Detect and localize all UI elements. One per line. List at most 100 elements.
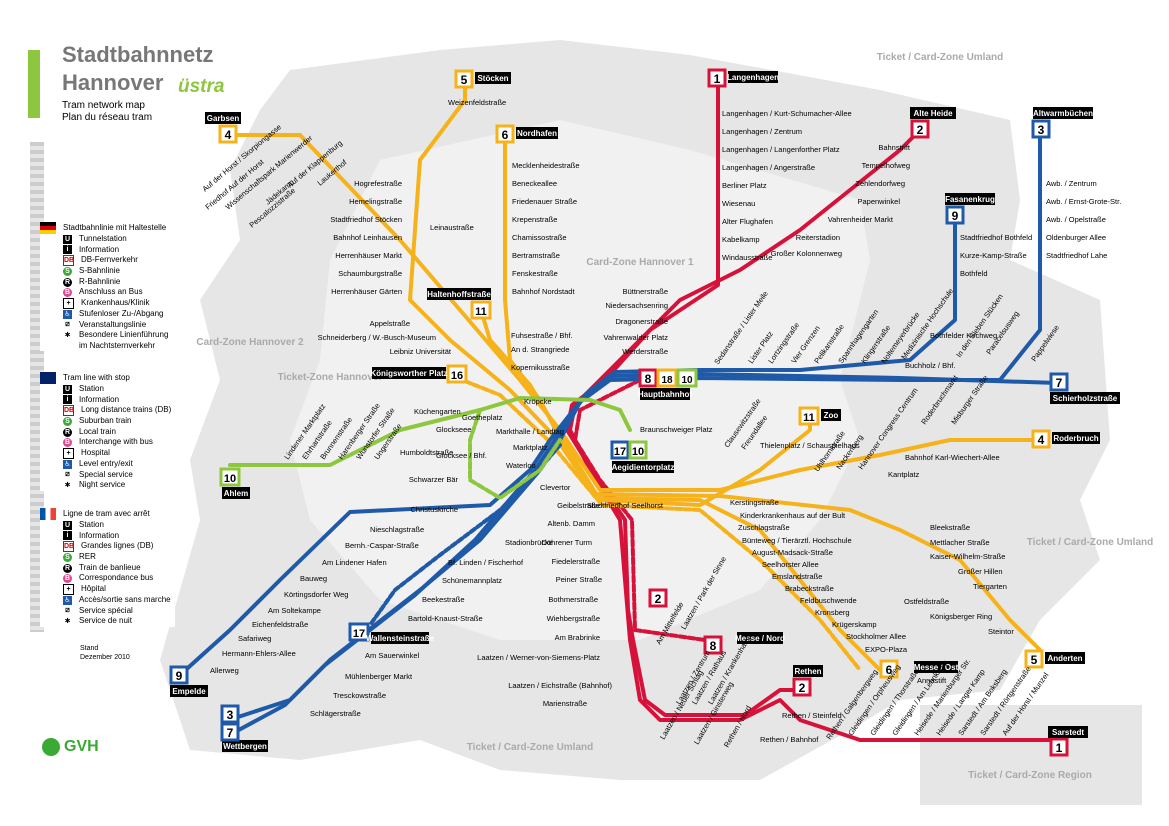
s-bahn-icon: S (63, 552, 72, 562)
svg-text:Rethen: Rethen (794, 667, 821, 676)
svg-text:11: 11 (475, 306, 487, 318)
terminal-koenigsworther-platz: 16 Königsworther Platz (370, 364, 468, 384)
info-icon: i (63, 531, 72, 541)
station-label: Ostfeldstraße (904, 597, 949, 606)
station-label: Humboldtstraße (400, 448, 453, 457)
station-label: Papenwinkel (857, 197, 900, 206)
station-label: Krügerskamp (832, 620, 877, 629)
station-label: Glockseee (436, 425, 471, 434)
svg-text:16: 16 (451, 370, 463, 382)
svg-text:Stöcken: Stöcken (477, 74, 508, 83)
station-label: Kronsberg (815, 608, 850, 617)
station-icon: U (63, 520, 72, 530)
svg-text:Sarstedt: Sarstedt (1052, 728, 1084, 737)
station-label: Altenb. Damm (547, 519, 595, 528)
station-label: Beneckeallee (512, 179, 557, 188)
station-label: Awb. / Ernst-Grote-Str. (1046, 197, 1121, 206)
station-label: Laatzen / Werner-von-Siemens-Platz (477, 653, 600, 662)
hospital-icon: + (63, 583, 74, 595)
svg-text:Messe / Nord: Messe / Nord (735, 634, 785, 643)
r-bahn-icon: R (63, 277, 72, 287)
station-label: Schaumburgstraße (338, 269, 402, 278)
terminal-hauptbahnhof: 8 18 10 Hauptbahnhof (638, 368, 698, 400)
r-bahn-icon: R (63, 427, 72, 437)
station-label: Chamissostraße (512, 233, 567, 242)
station-label: Königsberger Ring (930, 612, 992, 621)
line-8 (573, 378, 707, 642)
station-label: Awb. / Zentrum (1046, 179, 1097, 188)
terminal-messe-nord: 8 Messe / Nord (703, 632, 785, 655)
svg-text:8: 8 (645, 372, 652, 386)
station-label: Schwarzer Bär (409, 475, 459, 484)
svg-text:10: 10 (224, 473, 236, 485)
svg-text:Hauptbahnhof: Hauptbahnhof (638, 390, 693, 399)
svg-text:5: 5 (461, 73, 468, 87)
terminal-altwarmbuechen: 3 Altwarmbüchen (1031, 107, 1093, 139)
station-label: Küchengarten (414, 407, 461, 416)
station-label: Beekestraße (422, 595, 465, 604)
svg-text:Wallensteinstraße: Wallensteinstraße (366, 634, 435, 643)
station-label: Rethen / Steinfeld (782, 711, 842, 720)
station-label: Langenhagen / Angerstraße (722, 163, 815, 172)
bus-icon: B (63, 574, 72, 584)
station-label: Langenhagen / Zentrum (722, 127, 802, 136)
station-label: Schünemannplatz (442, 576, 502, 585)
svg-text:7: 7 (1056, 376, 1063, 390)
station-label: Annastift (917, 676, 947, 685)
station-label: EXPO-Plaza (865, 645, 908, 654)
db-icon: DB (63, 405, 75, 417)
station-label: Fiedelerstraße (552, 557, 600, 566)
station-label: Steintor (988, 627, 1014, 636)
hospital-icon: + (63, 447, 74, 459)
terminal-empelde: 9 Empelde (169, 665, 208, 697)
station-label: Kopernikusstraße (511, 363, 570, 372)
station-label: Christuskirche (410, 505, 458, 514)
svg-text:6: 6 (502, 128, 509, 142)
station-label: Kerstingstraße (730, 498, 779, 507)
terminal-nordhafen: 6 Nordhafen (495, 124, 558, 144)
station-label: Oldenburger Allee (1046, 233, 1106, 242)
station-label: Körtingsdorfer Weg (284, 590, 348, 599)
station-label: Mettlacher Straße (930, 538, 990, 547)
station-icon: U (63, 384, 72, 394)
svg-text:Ahlem: Ahlem (224, 489, 248, 498)
zone-hannover-1 (290, 120, 870, 640)
station-label: Bf. Linden / Fischerhof (448, 558, 524, 567)
station-label: Hogrefestraße (354, 179, 402, 188)
station-label: Kinderkrankenhaus auf der Bult (740, 511, 846, 520)
station-label: Fenskestraße (512, 269, 558, 278)
wheelchair-icon: ♿ (63, 309, 72, 319)
bus-icon: B (63, 438, 72, 448)
svg-text:2: 2 (655, 592, 662, 606)
station-label: Appelstraße (370, 319, 410, 328)
station-label: Kantplatz (888, 470, 920, 479)
station-label: Seelhorster Allee (762, 560, 819, 569)
line-5 (408, 83, 1042, 652)
station-label: Nieschlagstraße (370, 525, 424, 534)
svg-text:17: 17 (353, 628, 365, 640)
station-label: Kaiser-Wilhelm-Straße (930, 552, 1005, 561)
zone-label-umland-top: Ticket / Card-Zone Umland (877, 52, 1004, 63)
wheelchair-icon: ♿ (63, 595, 72, 605)
zone-label-umland-bottom: Ticket / Card-Zone Umland (467, 742, 594, 753)
special-service-icon: ⧄ (65, 607, 70, 615)
station-label: Schneiderberg / W.-Busch-Museum (318, 333, 436, 342)
s-bahn-icon: S (63, 266, 72, 276)
station-label: Eichenfeldstraße (252, 620, 308, 629)
db-icon: DB (63, 541, 75, 553)
station-label: Bauweg (300, 574, 327, 583)
station-label: Alter Flughafen (722, 217, 773, 226)
svg-text:Garbsen: Garbsen (207, 114, 240, 123)
page-title: Stadtbahnnetz (62, 42, 214, 67)
station-labels: WeizenfeldstraßeHogrefestraßeHemelingstr… (201, 98, 1122, 749)
station-label: Am Soltekampe (268, 606, 321, 615)
station-label: Windausstraße (722, 253, 772, 262)
station-label: Reiterstadion (796, 233, 840, 242)
station-label: Tiergarten (973, 582, 1007, 591)
station-label: Hemelingstraße (349, 197, 402, 206)
station-label: Langenhagen / Langenforther Platz (722, 145, 840, 154)
zone-areas (160, 40, 1142, 805)
info-icon: i (63, 395, 72, 405)
